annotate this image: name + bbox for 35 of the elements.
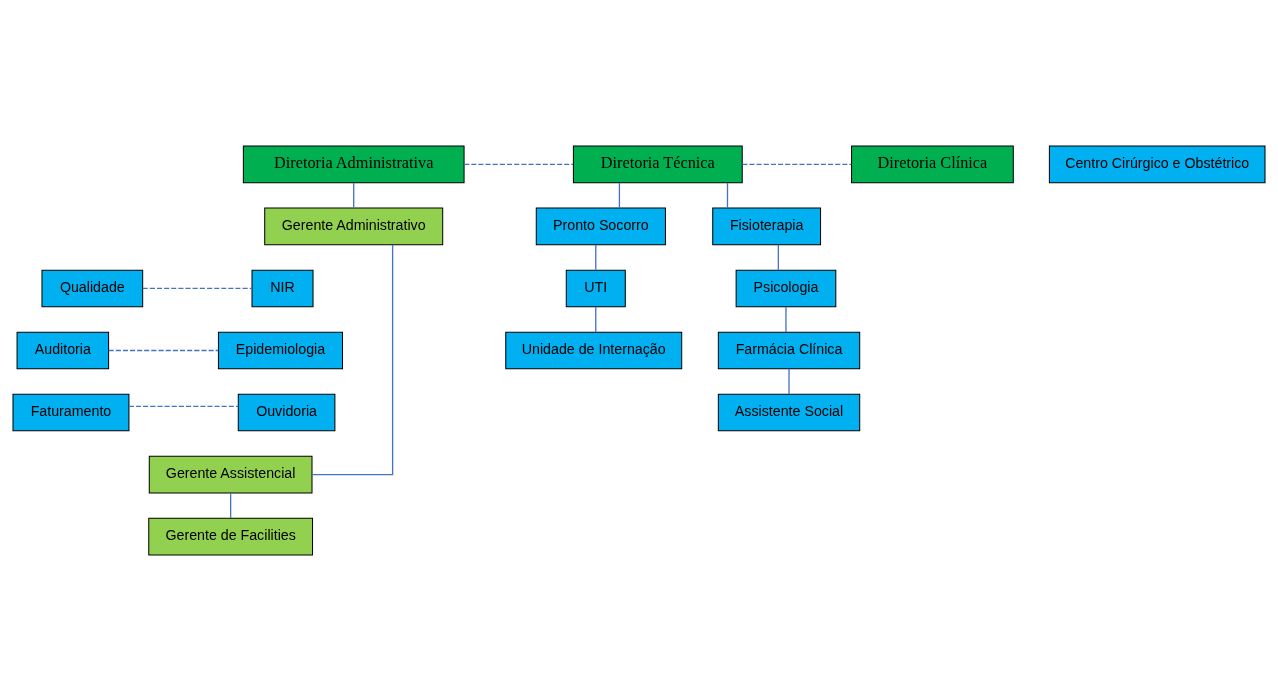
connector bbox=[726, 181, 729, 208]
node-box: NIR bbox=[251, 269, 314, 307]
node-box: Farmácia Clínica bbox=[717, 331, 861, 369]
node-box: Psicologia bbox=[735, 269, 837, 307]
connector bbox=[618, 181, 621, 208]
node-box: Ouvidoria bbox=[237, 393, 336, 431]
node-box: Gerente de Facilities bbox=[148, 517, 314, 555]
connector bbox=[142, 287, 253, 289]
connector bbox=[741, 163, 852, 165]
node-box: Diretoria Clínica bbox=[851, 145, 1014, 183]
connector bbox=[353, 181, 355, 208]
node-box: Assistente Social bbox=[717, 393, 861, 431]
node-box: Auditoria bbox=[16, 331, 110, 369]
node-box: Qualidade bbox=[41, 269, 144, 307]
node-box: Diretoria Técnica bbox=[572, 145, 743, 183]
connector bbox=[777, 243, 779, 271]
connector bbox=[788, 367, 790, 395]
connector bbox=[128, 405, 239, 407]
node-box: Epidemiologia bbox=[217, 331, 344, 369]
connector bbox=[108, 349, 219, 351]
node-box: UTI bbox=[565, 269, 626, 307]
node-box: Pronto Socorro bbox=[535, 207, 666, 245]
node-box: Unidade de Internação bbox=[505, 331, 683, 369]
connector bbox=[230, 492, 232, 519]
node-box: Diretoria Administrativa bbox=[242, 145, 465, 183]
node-box: Fisioterapia bbox=[712, 207, 822, 245]
connector bbox=[311, 243, 394, 475]
node-box: Gerente Administrativo bbox=[264, 207, 444, 245]
node-box: Faturamento bbox=[12, 393, 130, 431]
connector bbox=[785, 305, 787, 333]
connector bbox=[463, 163, 574, 165]
node-box: Gerente Assistencial bbox=[148, 455, 313, 493]
connector bbox=[595, 243, 597, 271]
connector bbox=[595, 305, 597, 333]
node-box: Centro Cirúrgico e Obstétrico bbox=[1048, 145, 1266, 183]
